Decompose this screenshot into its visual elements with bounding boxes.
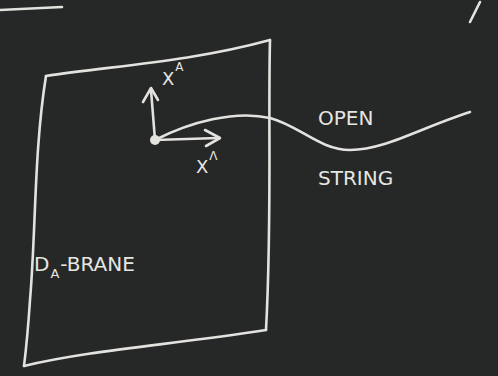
arrowhead xyxy=(143,88,158,102)
axis-index: A xyxy=(175,60,183,74)
axis-label: X xyxy=(162,68,174,89)
arrowhead xyxy=(205,130,220,146)
open-string xyxy=(155,112,470,150)
tangent-arrow xyxy=(155,138,218,140)
brane-edge xyxy=(266,40,270,330)
normal-arrow xyxy=(151,90,155,140)
chalk-stroke xyxy=(470,2,480,22)
axis-index: Λ xyxy=(209,149,217,163)
brane-edge xyxy=(24,330,266,366)
string-endpoint xyxy=(150,135,160,145)
string-label: OPEN STRING xyxy=(318,88,413,208)
brane-label: D xyxy=(34,252,49,276)
chalk-stroke xyxy=(0,7,62,10)
axis-label: X xyxy=(196,156,208,177)
brane-label: -BRANE xyxy=(60,252,135,276)
brane-edge xyxy=(24,76,46,366)
brane-index: A xyxy=(50,266,59,281)
brane-edge xyxy=(46,40,270,76)
